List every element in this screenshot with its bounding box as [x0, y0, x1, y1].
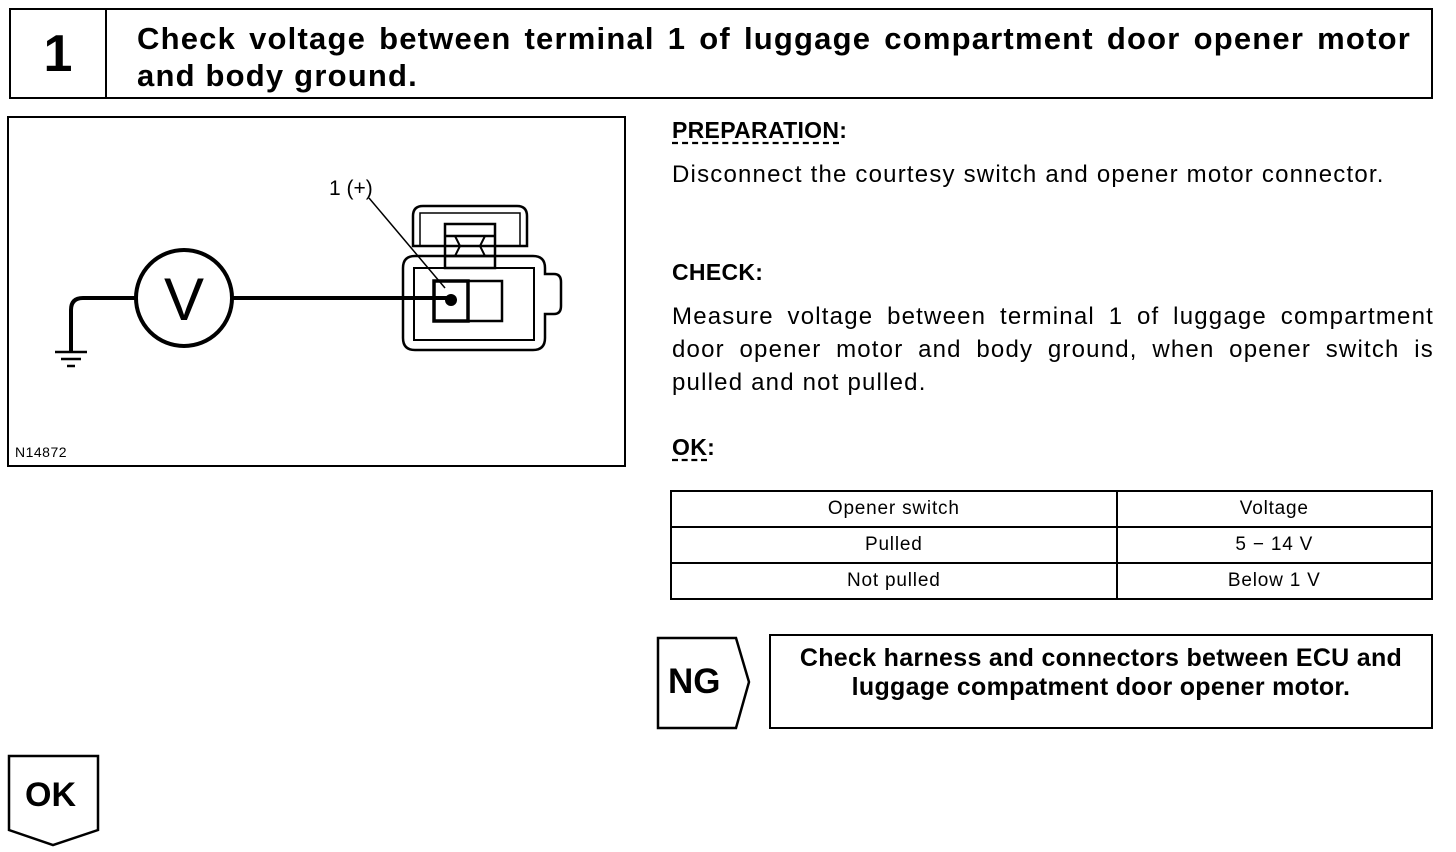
table-row: Not pulled Below 1 V: [670, 562, 1434, 600]
check-heading: CHECK:: [672, 259, 764, 285]
table-header: Opener switch: [670, 490, 1118, 528]
table-header: Voltage: [1115, 490, 1434, 528]
ng-label: NG: [668, 662, 721, 701]
ng-arrow-box: [656, 636, 751, 730]
terminal-dot: [445, 294, 457, 306]
ok-spec-table: Opener switch Voltage Pulled 5 − 14 V No…: [670, 490, 1434, 600]
ok-heading: OK:: [672, 434, 716, 460]
ng-result-box: Check harness and connectors between ECU…: [769, 634, 1433, 729]
terminal-label: 1 (+): [329, 177, 373, 200]
table-cell: 5 − 14 V: [1115, 526, 1434, 564]
table-cell: Pulled: [670, 526, 1118, 564]
wiring-diagram: V 1 (+): [55, 177, 563, 368]
preparation-heading: PREPARATION:: [672, 117, 848, 143]
table-header-row: Opener switch Voltage: [670, 490, 1434, 528]
ground-symbol-icon: [55, 296, 135, 368]
ng-result-text: Check harness and connectors between ECU…: [799, 644, 1403, 701]
meter-symbol: V: [164, 266, 204, 333]
connector-icon: [401, 204, 563, 352]
table-cell: Below 1 V: [1115, 562, 1434, 600]
wiring-figure: V 1 (+) N14872: [7, 116, 626, 467]
table-row: Pulled 5 − 14 V: [670, 526, 1434, 564]
voltmeter-icon: V: [134, 248, 234, 348]
preparation-text: Disconnect the courtesy switch and opene…: [672, 161, 1385, 188]
step-header: 1 Check voltage between terminal 1 of lu…: [9, 8, 1433, 99]
step-number: 1: [11, 10, 107, 97]
check-text: Measure voltage between terminal 1 of lu…: [672, 303, 1434, 396]
leader-line: [368, 197, 446, 289]
ok-next-label: OK: [25, 776, 76, 814]
table-cell: Not pulled: [670, 562, 1118, 600]
figure-code: N14872: [15, 444, 68, 460]
ok-arrow-box: [7, 754, 100, 847]
step-title: Check voltage between terminal 1 of lugg…: [137, 21, 1411, 93]
